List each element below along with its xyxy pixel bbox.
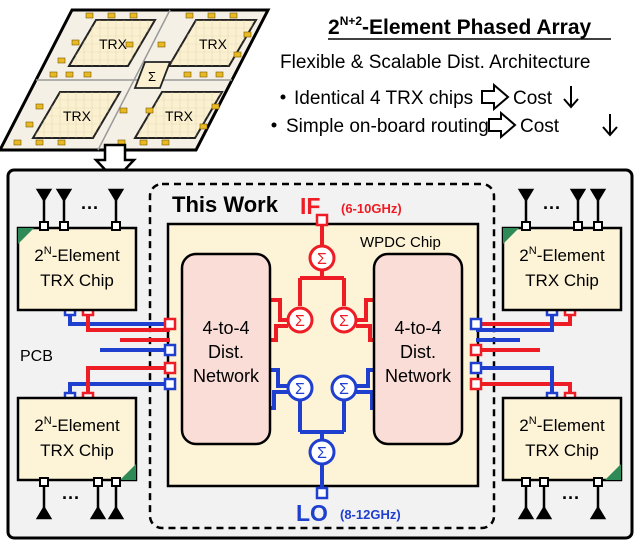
trx-chip-line1: 2N-Element (34, 245, 120, 265)
dist-network-line3: Network (193, 366, 260, 386)
antenna-group-top-right (517, 188, 607, 231)
antenna-group-top-left (35, 188, 125, 231)
antenna-group-bottom-left (35, 477, 125, 520)
board-chip-tl: TRX (67, 19, 157, 67)
if-combiner-left: Σ (286, 306, 314, 334)
bullet2-text: Simple on-board routing (286, 116, 489, 137)
this-work-label: This Work (172, 192, 279, 217)
lo-divider-bottom: Σ (308, 438, 336, 466)
sigma-icon: Σ (339, 313, 349, 330)
right-arrow-icon (481, 82, 510, 112)
sigma-icon: Σ (317, 251, 327, 268)
if-routing-pads (315, 213, 329, 227)
board-chip-label: TRX (165, 108, 194, 124)
sigma-icon: Σ (339, 381, 349, 398)
lo-label: LO (296, 500, 328, 526)
cost-label-1: Cost (513, 88, 553, 109)
if-combiner-right: Σ (330, 306, 358, 334)
antenna-dots: ··· (62, 488, 80, 508)
header-title-main: -Element Phased Array (362, 16, 591, 39)
board-chip-label: TRX (199, 36, 228, 52)
down-arrow-icon (602, 114, 618, 137)
antenna-dots: ··· (543, 198, 561, 218)
header-subtitle: Flexible & Scalable Dist. Architecture (280, 52, 590, 73)
header: 2N+2-Element Phased Array Flexible & Sca… (271, 14, 618, 140)
this-work-boundary (148, 182, 496, 530)
trx-chip-bottom-right: 2N-Element TRX Chip (501, 396, 623, 482)
if-label: IF (300, 193, 320, 219)
dist-network-line3: Network (385, 366, 452, 386)
board-chip-label: TRX (99, 36, 128, 52)
trx-chip-line1: 2N-Element (34, 415, 120, 435)
if-combiner-top: Σ (308, 244, 336, 272)
header-title: 2N+2-Element Phased Array (328, 14, 592, 39)
trx-chip-line2: TRX Chip (525, 441, 599, 460)
right-arrow-icon (488, 110, 517, 140)
if-routing (270, 222, 376, 342)
sigma-icon: Σ (295, 381, 305, 398)
board-combiner-symbol: Σ (148, 69, 156, 84)
board-chip-label: TRX (63, 108, 92, 124)
dist-network-right: 4-to-4 Dist. Network (372, 252, 464, 446)
dist-network-line1: 4-to-4 (394, 318, 441, 338)
bullet1-text: Identical 4 TRX chips (294, 88, 473, 109)
antenna-group-bottom-right (517, 477, 607, 520)
trx-chip-top-left: 2N-Element TRX Chip (16, 226, 138, 312)
antenna-dots: ··· (81, 198, 99, 218)
if-range: (6-10GHz) (341, 201, 402, 216)
board-pads (13, 12, 252, 146)
trx-chip-top-right: 2N-Element TRX Chip (501, 226, 623, 312)
lo-range: (8-12GHz) (340, 507, 401, 522)
dist-network-line2: Dist. (400, 342, 436, 362)
header-title-sup: N+2 (340, 14, 363, 28)
down-arrow-icon (563, 86, 579, 109)
board-chip-bl: TRX (31, 91, 122, 139)
dist-network-line2: Dist. (208, 342, 244, 362)
wpdc-chip-label: WPDC Chip (360, 234, 441, 251)
trx-chip-bottom-left: 2N-Element TRX Chip (16, 396, 138, 482)
antenna-dots: ··· (562, 488, 580, 508)
lo-divider-right: Σ (330, 374, 358, 402)
lo-divider-left: Σ (286, 374, 314, 402)
sigma-icon: Σ (295, 313, 305, 330)
lo-routing (270, 368, 376, 492)
board-combiner: Σ (133, 61, 172, 89)
sigma-icon: Σ (317, 445, 327, 462)
trx-chip-line1: 2N-Element (519, 245, 605, 265)
dist-network-left: 4-to-4 Dist. Network (180, 252, 272, 446)
dist-network-line1: 4-to-4 (202, 318, 249, 338)
trx-chip-line2: TRX Chip (40, 441, 114, 460)
board-illustration: TRX TRX TRX TRX Σ (0, 8, 271, 152)
header-title-base: 2 (328, 16, 340, 39)
lo-routing-pads (315, 486, 329, 500)
trx-chip-line2: TRX Chip (40, 271, 114, 290)
cost-label-2: Cost (520, 116, 560, 137)
pcb-label: PCB (20, 348, 53, 365)
trx-chip-line1: 2N-Element (519, 415, 605, 435)
trx-chip-line2: TRX Chip (525, 271, 599, 290)
